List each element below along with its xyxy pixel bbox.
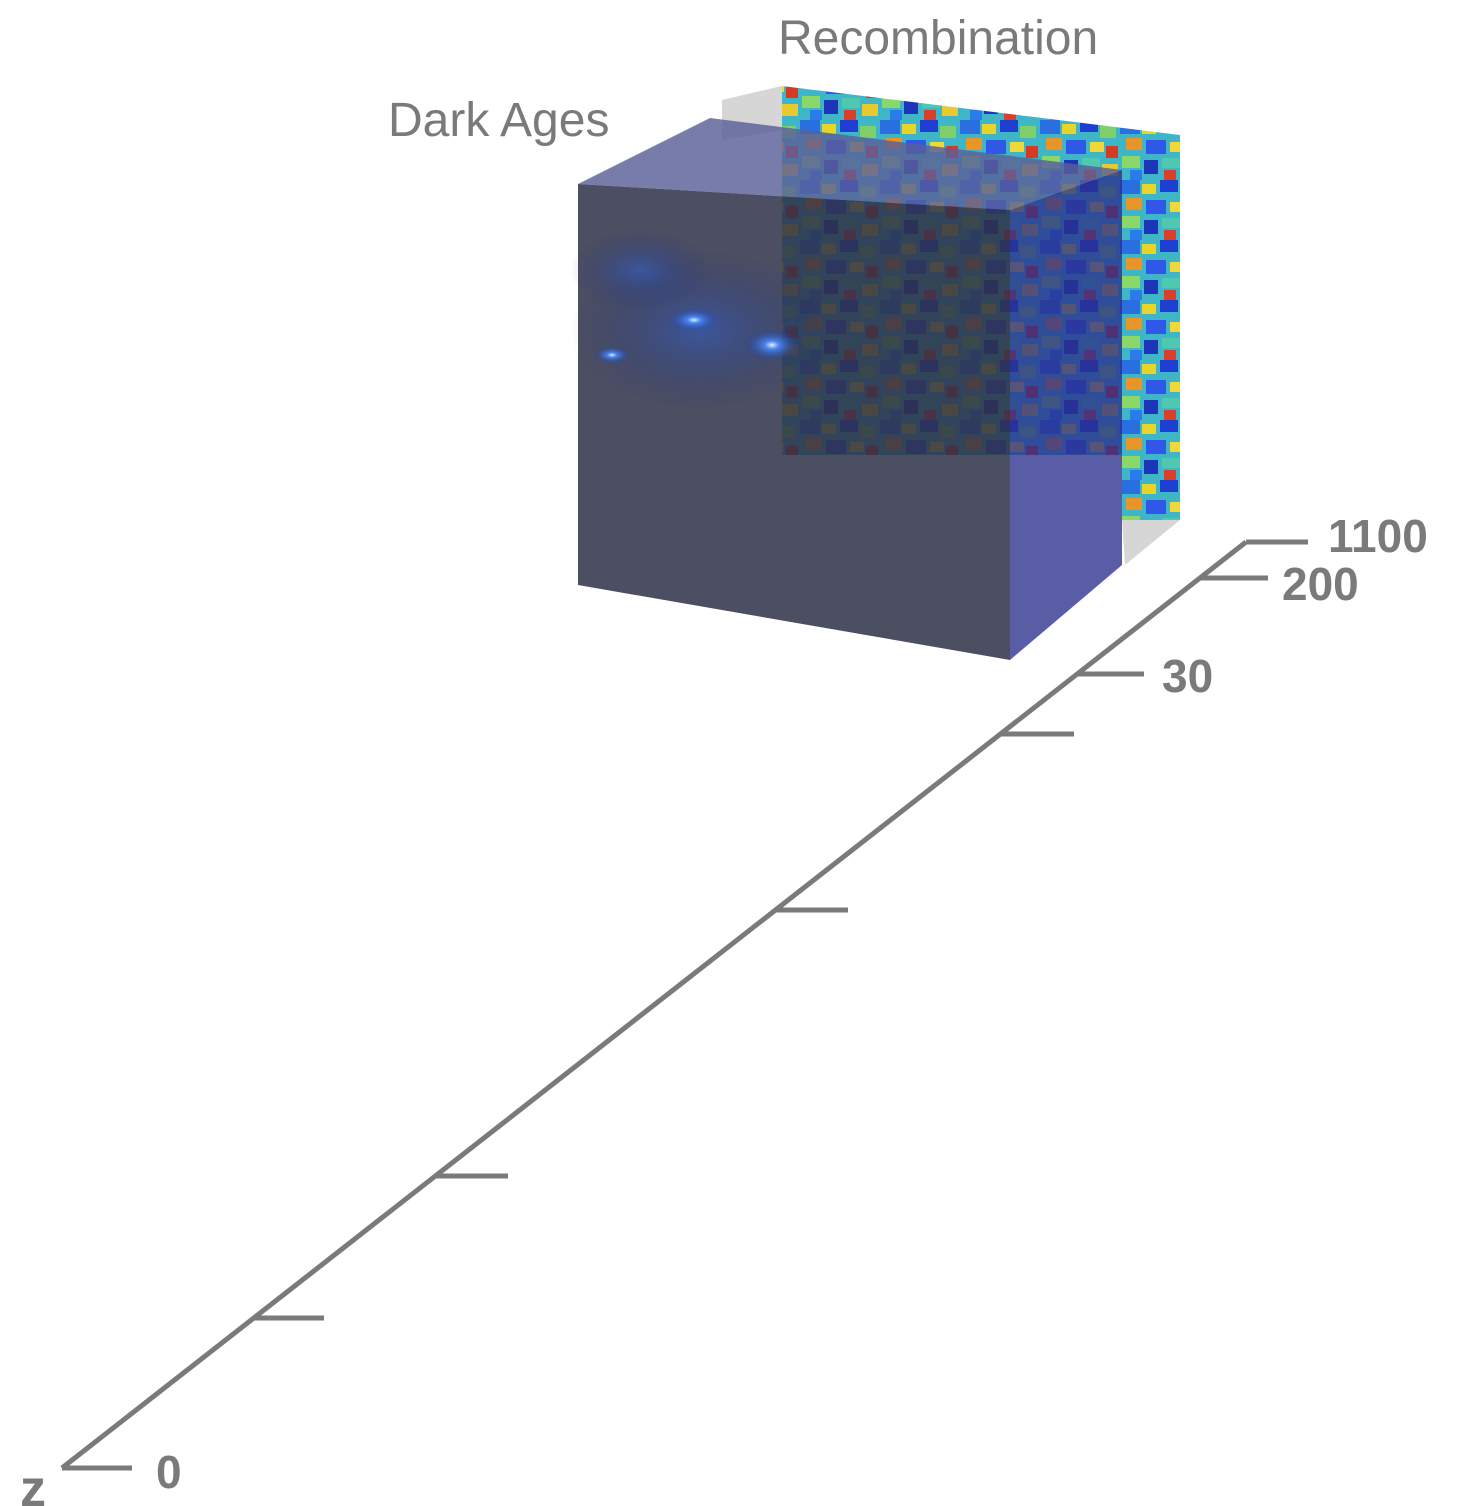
cube-top-face (578, 118, 1122, 210)
tick-label: 30 (1162, 650, 1213, 702)
cube-glow-3 (594, 346, 630, 364)
cube-right-face (1010, 170, 1122, 660)
axis-label: z (20, 1460, 46, 1506)
tick-label: 0 (156, 1446, 182, 1498)
cube-glow-2 (744, 329, 800, 361)
dark-ages-label: Dark Ages (388, 94, 609, 147)
cube-haze-2 (570, 230, 710, 310)
axis-line (60, 540, 1248, 1470)
cube-glow-1 (668, 308, 720, 332)
recombination-label: Recombination (778, 12, 1098, 65)
cmb-slab-shadow-side (1122, 520, 1180, 565)
dark-ages-cube (570, 118, 1122, 660)
cmb-slab-side-face (1122, 135, 1180, 520)
tick-label: 200 (1282, 558, 1359, 610)
tick-label: 1100 (1328, 510, 1428, 562)
